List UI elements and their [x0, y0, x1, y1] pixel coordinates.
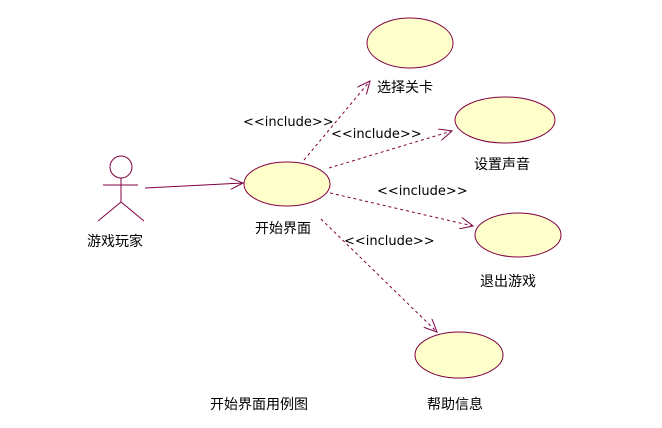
- help-info-label: 帮助信息: [427, 397, 483, 413]
- sound-settings-label: 设置声音: [474, 157, 530, 173]
- include-label-sound-settings: <<include>>: [331, 127, 422, 142]
- include-arrow-exit-game: [329, 192, 473, 226]
- use-case-start-screen[interactable]: [243, 161, 331, 207]
- include-label-select-level: <<include>>: [243, 115, 334, 130]
- include-label-help-info: <<include>>: [344, 234, 435, 249]
- include-label-exit-game: <<include>>: [377, 184, 468, 199]
- actor-stick-figure: [97, 155, 145, 222]
- select-level-label: 选择关卡: [377, 80, 433, 96]
- start-screen-label: 开始界面: [255, 221, 311, 237]
- use-case-sound-settings[interactable]: [454, 96, 556, 144]
- include-arrow-help-info: [320, 218, 437, 332]
- include-arrow-select-level: [303, 81, 370, 161]
- use-case-help-info[interactable]: [414, 331, 504, 379]
- diagram-caption: 开始界面用例图: [210, 397, 308, 413]
- exit-game-label: 退出游戏: [480, 274, 536, 290]
- use-case-select-level[interactable]: [366, 17, 454, 69]
- use-case-exit-game[interactable]: [474, 212, 562, 258]
- actor-label: 游戏玩家: [87, 234, 143, 250]
- association-arrow: [144, 183, 243, 188]
